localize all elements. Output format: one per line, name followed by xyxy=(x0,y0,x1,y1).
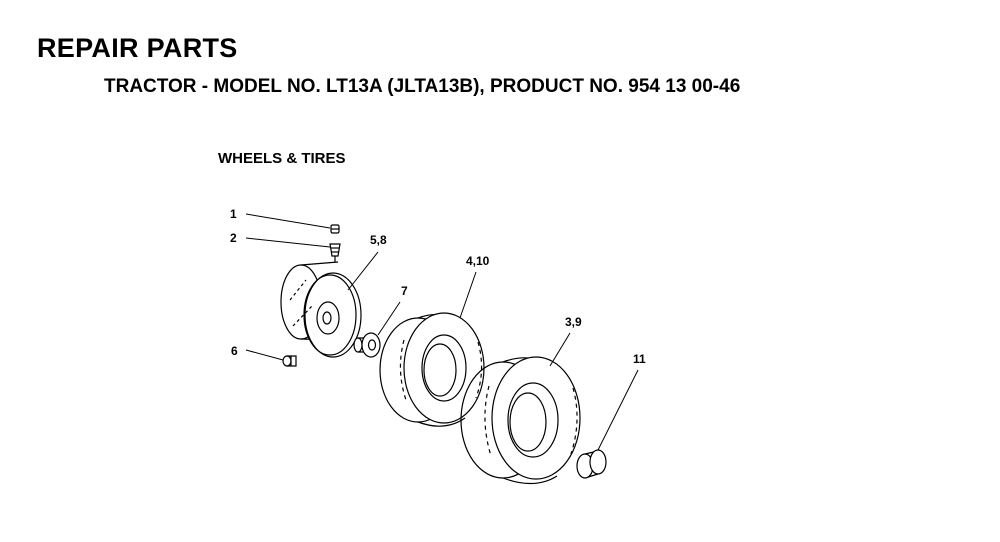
leader-2 xyxy=(245,237,331,248)
part-4-10-front-tire xyxy=(379,312,485,427)
part-2-valve-stem xyxy=(329,243,341,262)
leader-5-8 xyxy=(347,251,379,291)
leader-6 xyxy=(245,349,284,361)
section-heading: WHEELS & TIRES xyxy=(218,150,346,167)
callout-1: 1 xyxy=(230,207,237,221)
page-subtitle: TRACTOR - MODEL NO. LT13A (JLTA13B), PRO… xyxy=(104,76,741,97)
leader-lines xyxy=(245,213,639,451)
callout-7: 7 xyxy=(401,284,408,298)
page-title: REPAIR PARTS xyxy=(37,33,238,63)
part-7-spacer xyxy=(353,332,381,358)
callout-4-10: 4,10 xyxy=(466,254,490,268)
callout-3-9: 3,9 xyxy=(565,315,582,329)
callout-2: 2 xyxy=(230,231,237,245)
part-1-valve-cap xyxy=(330,224,340,234)
callout-11: 11 xyxy=(633,352,646,366)
leader-4-10 xyxy=(459,271,477,319)
leader-1 xyxy=(245,213,331,229)
callout-6: 6 xyxy=(231,344,238,358)
leader-3-9 xyxy=(549,332,571,367)
part-5-8-rim xyxy=(280,261,362,358)
part-6-bolt xyxy=(282,355,297,367)
leader-7 xyxy=(377,301,401,336)
callout-5-8: 5,8 xyxy=(370,233,387,247)
part-3-9-rear-tire xyxy=(460,356,581,485)
leader-11 xyxy=(597,369,639,451)
part-11-bushing xyxy=(576,449,607,479)
